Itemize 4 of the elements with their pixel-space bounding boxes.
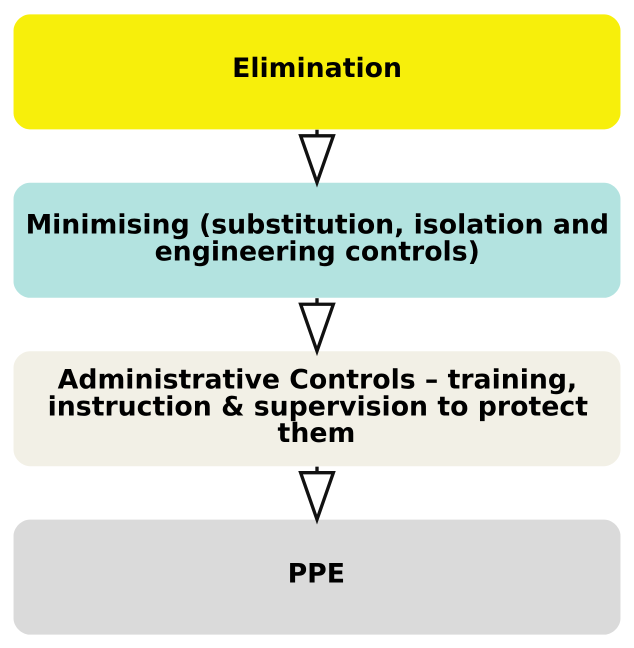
node-box: PPE	[14, 519, 620, 634]
node-box: Administrative Controls – training, instruction & supervision to protect them	[14, 350, 620, 466]
node-box: Elimination	[14, 14, 620, 129]
node-box: Minimising (substitution, isolation and engineering controls)	[14, 182, 620, 298]
